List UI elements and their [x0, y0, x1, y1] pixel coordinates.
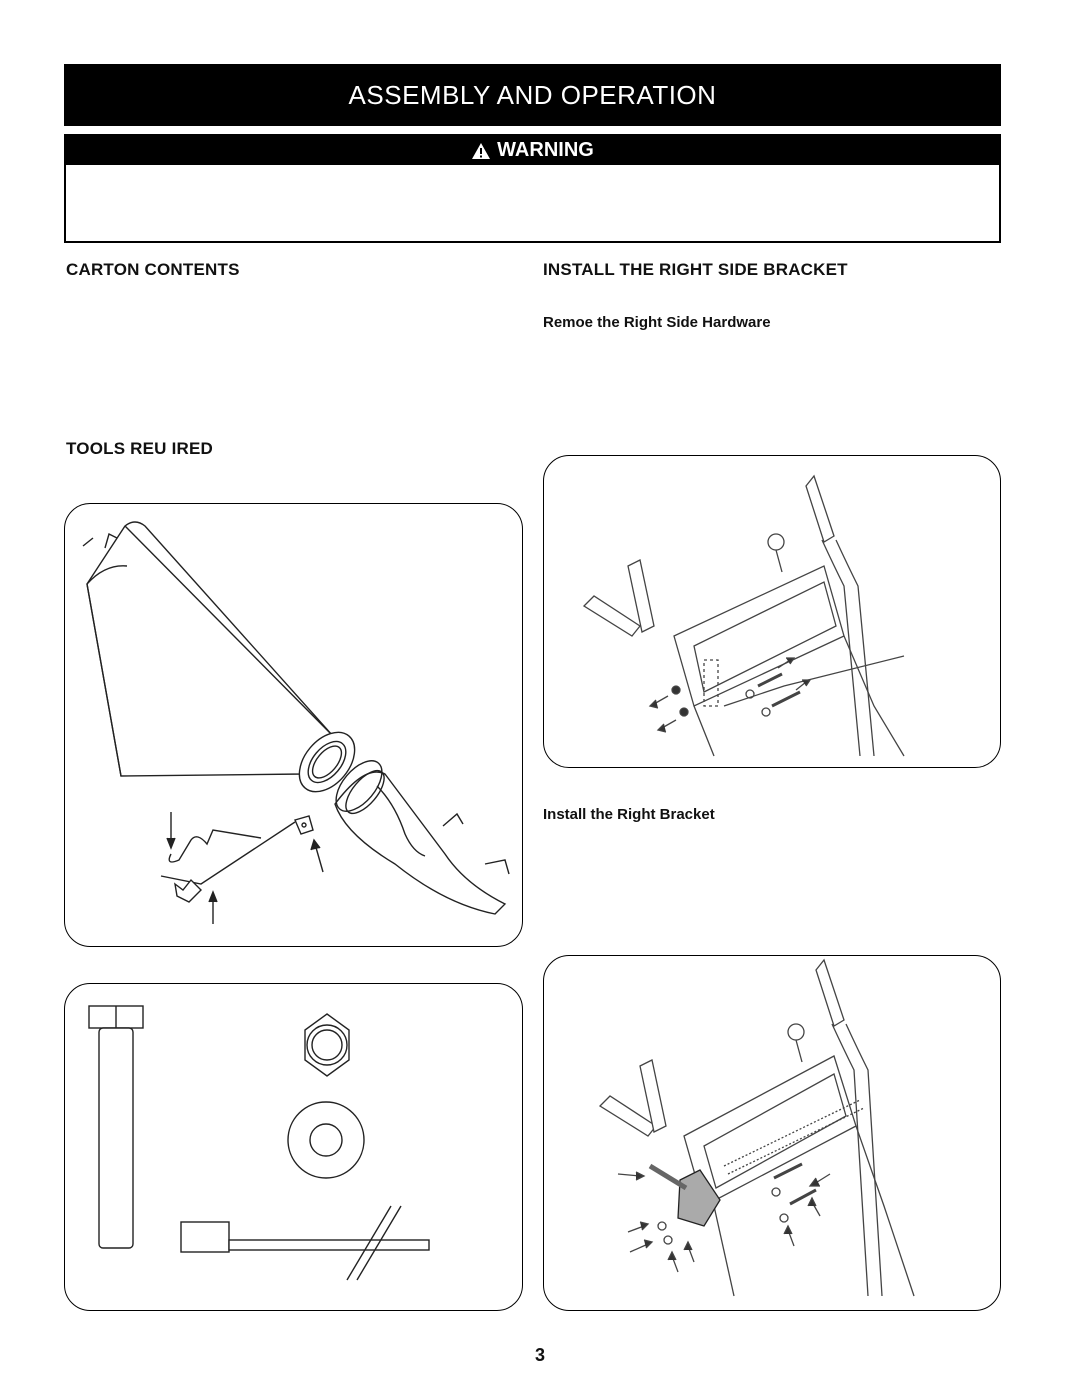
remove-hardware-figure: [543, 455, 1001, 768]
section-title: ASSEMBLY AND OPERATION: [348, 79, 717, 110]
remove-hardware-label: Remoe the Right Side Hardware: [543, 314, 771, 331]
tools-required-figure: [64, 983, 523, 1311]
warning-bar: WARNING: [66, 136, 999, 165]
warning-triangle-icon: [471, 142, 491, 160]
warning-label: WARNING: [497, 139, 594, 161]
carton-contents-figure: [64, 503, 523, 947]
install-bracket-figure: [543, 955, 1001, 1311]
page-number: 3: [534, 1345, 545, 1365]
install-bracket-heading: INSTALL THE RIGHT SIDE BRACKET: [543, 260, 848, 279]
tools-required-heading: TOOLS REU IRED: [66, 439, 214, 458]
warning-box: WARNING: [64, 134, 1001, 243]
carton-contents-heading: CARTON CONTENTS: [66, 260, 240, 279]
section-title-banner: ASSEMBLY AND OPERATION: [64, 64, 1001, 126]
install-bracket-label: Install the Right Bracket: [543, 806, 715, 823]
